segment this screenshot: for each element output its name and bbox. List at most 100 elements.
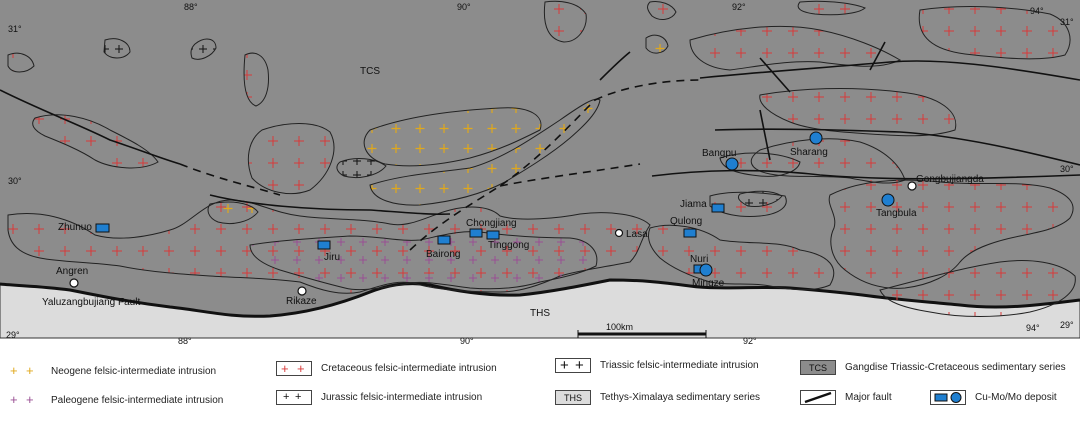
cretaceous-swatch: ++ — [276, 361, 312, 376]
jurassic-swatch: ++ — [276, 390, 312, 405]
lon-top-92: 92° — [732, 2, 746, 12]
deposit-jiru — [317, 240, 331, 250]
deposit-zhunuo — [95, 223, 110, 233]
label-chongjiang: Chongjiang — [466, 218, 517, 229]
intrusion-triassic-west — [336, 158, 387, 179]
deposit-qulong — [683, 228, 697, 238]
intrusion-jurassic-1 — [103, 38, 131, 59]
lon-bottom-94: 94° — [1026, 323, 1040, 333]
neogene-swatch: ++ — [6, 364, 42, 379]
fault-east-5 — [869, 41, 886, 71]
fault-central-dashed — [409, 99, 596, 251]
legend-neogene-label: Neogene felsic-intermediate intrusion — [51, 366, 217, 377]
city-angren — [69, 278, 79, 288]
lon-top-90: 90° — [457, 2, 471, 12]
deposit-tinggong — [486, 230, 500, 240]
legend-jurassic: ++ Jurassic felsic-intermediate intrusio… — [276, 390, 482, 405]
intrusion-top-1 — [543, 0, 587, 43]
fault-north-dashed — [594, 79, 701, 101]
intrusion-jurassic-2 — [190, 38, 217, 60]
deposit-swatch — [930, 390, 966, 405]
legend-triassic-label: Triassic felsic-intermediate intrusion — [600, 360, 759, 371]
triassic-swatch: ++ — [555, 358, 591, 373]
intrusion-neogene-east — [369, 98, 601, 206]
intrusion-north-east-2 — [689, 25, 902, 71]
intrusion-north-3 — [7, 52, 35, 73]
lat-right-30: 30° — [1060, 164, 1074, 174]
lon-bottom-92: 92° — [743, 336, 757, 346]
legend-ths: THS Tethys-Ximalaya sedimentary series — [555, 390, 760, 405]
intrusion-neogene-north — [363, 107, 542, 167]
fault-swatch — [800, 390, 836, 405]
legend-tcs: TCS Gangdise Triassic-Cretaceous sedimen… — [800, 360, 1066, 375]
label-bairong: Bairong — [426, 249, 460, 260]
ths-swatch: THS — [555, 390, 591, 405]
intrusion-north-east-3 — [918, 6, 1071, 60]
deposit-mingze — [699, 263, 713, 277]
label-zhunuo: Zhunuo — [58, 222, 92, 233]
legend-triassic: ++ Triassic felsic-intermediate intrusio… — [555, 358, 759, 373]
deposit-jiama — [711, 203, 725, 213]
lon-top-88: 88° — [184, 2, 198, 12]
deposit-chongjiang — [469, 228, 483, 238]
legend-cretaceous: ++ Cretaceous felsic-intermediate intrus… — [276, 361, 497, 376]
legend-tcs-label: Gangdise Triassic-Cretaceous sedimentary… — [845, 362, 1066, 373]
label-angren: Angren — [56, 266, 88, 277]
yaluzangbujiang-fault — [0, 278, 1080, 318]
fault-central-solid — [599, 51, 631, 81]
label-tangbula: Tangbula — [876, 208, 917, 219]
tcs-label: TCS — [360, 66, 380, 77]
label-lasa: Lasa — [626, 229, 648, 240]
intrusion-nuri-belt — [647, 224, 835, 291]
intrusion-east-large — [828, 179, 1074, 289]
lat-left-31: 31° — [8, 24, 22, 34]
label-mingze: Mingze — [692, 278, 725, 289]
legend-deposit-label: Cu-Mo/Mo deposit — [975, 392, 1057, 403]
legend-paleogene-label: Paleogene felsic-intermediate intrusion — [51, 395, 224, 406]
label-qulong: Qulong — [670, 216, 702, 227]
label-jiru: Jiru — [324, 252, 340, 263]
intrusion-neogene-small — [645, 34, 669, 54]
label-nuri: Nuri — [690, 254, 708, 265]
intrusion-north-1 — [32, 114, 159, 169]
fault-east-1 — [699, 60, 1080, 81]
label-bangpu: Bangpu — [702, 148, 736, 159]
label-sharang: Sharang — [790, 147, 828, 158]
intrusion-paleogene-south — [249, 231, 598, 291]
intrusion-top-3 — [797, 0, 866, 16]
intrusion-triassic-east — [737, 190, 783, 207]
lon-bottom-88: 88° — [178, 336, 192, 346]
city-lasa — [614, 228, 624, 238]
lat-left-29: 29° — [6, 330, 20, 340]
label-gongbujiangda: Gongbujiangda — [916, 174, 984, 185]
paleogene-swatch: ++ — [6, 393, 42, 408]
fault-east-3 — [651, 169, 1080, 180]
deposit-bangpu — [725, 157, 739, 171]
legend-jurassic-label: Jurassic felsic-intermediate intrusion — [321, 392, 483, 403]
deposit-sharang — [809, 131, 823, 145]
label-tinggong: Tinggong — [488, 240, 529, 251]
legend-neogene: ++ Neogene felsic-intermediate intrusion — [6, 364, 216, 379]
fault-east-4 — [759, 57, 791, 93]
fault-east-6 — [759, 109, 771, 161]
lon-top-94: 94° — [1030, 6, 1044, 16]
city-gongbujiangda — [907, 181, 917, 191]
legend-deposit: Cu-Mo/Mo deposit — [930, 390, 1057, 405]
legend-fault: Major fault — [800, 390, 892, 405]
intrusion-neogene-south — [207, 201, 259, 225]
lat-left-30: 30° — [8, 176, 22, 186]
fault-east-2 — [714, 128, 1080, 166]
geologic-map: 100km 88° 90° 92° 94° 88° 90° 92° 94° 31… — [0, 0, 1080, 346]
fault-north-west — [0, 89, 181, 165]
intrusion-top-2 — [647, 1, 677, 20]
deposit-bairong — [437, 235, 451, 245]
label-rikaze: Rikaze — [286, 296, 317, 307]
label-jiama: Jiama — [680, 199, 707, 210]
intrusion-north-4 — [243, 52, 269, 107]
lat-right-29: 29° — [1060, 320, 1074, 330]
scale-label: 100km — [606, 322, 633, 332]
legend-paleogene: ++ Paleogene felsic-intermediate intrusi… — [6, 393, 223, 408]
legend-fault-label: Major fault — [845, 392, 892, 403]
fault-west-2 — [209, 194, 451, 215]
fault-label: Yaluzangbujiang Fault — [42, 297, 140, 308]
